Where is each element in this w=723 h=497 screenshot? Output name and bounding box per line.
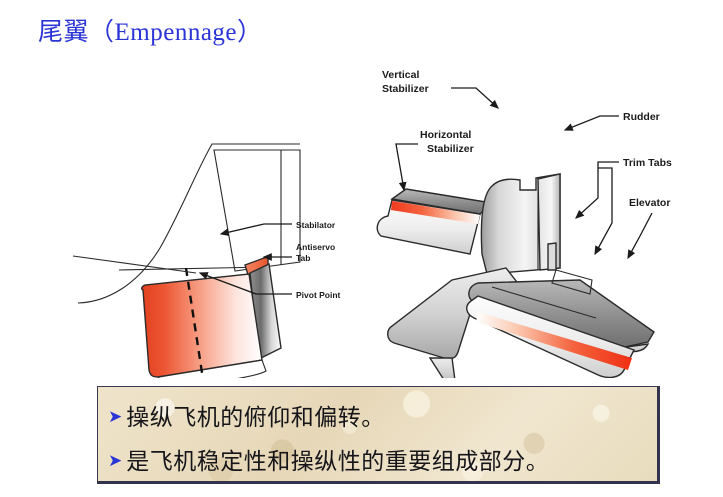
leader-elevator xyxy=(627,212,653,260)
figure-area: Stabilator Antiservo Tab Pivot Point xyxy=(0,58,723,378)
label-horizontal-stabilizer-line1: Horizontal xyxy=(420,129,471,141)
fuselage-datum-line xyxy=(118,266,269,271)
label-antiservo-line2: Tab xyxy=(296,253,310,263)
empennage-figure: Stabilator Antiservo Tab Pivot Point xyxy=(72,69,672,378)
fuselage-contour xyxy=(77,143,300,304)
callout-bullet-2: ➤ 是飞机稳定性和操纵性的重要组成部分。 xyxy=(108,437,657,481)
leader-pivot-point xyxy=(198,272,292,295)
label-antiservo-line1: Antiservo xyxy=(296,242,335,252)
label-horizontal-stabilizer-line2: Stabilizer xyxy=(427,143,474,155)
bullet-arrow-icon: ➤ xyxy=(108,406,123,426)
label-rudder: Rudder xyxy=(623,111,660,123)
bullet-arrow-icon: ➤ xyxy=(108,450,123,470)
left-stabilizer-red-stripe xyxy=(391,201,480,224)
rudder-trim-tab xyxy=(547,242,557,271)
left-stabilizer-leading-edge xyxy=(405,188,493,204)
leader-trim-tabs-elevator xyxy=(594,167,613,256)
label-vertical-stabilizer-line1: Vertical xyxy=(382,69,419,81)
page-title: 尾翼（Empennage） xyxy=(38,19,263,46)
right-horizontal-stabilizer-topside xyxy=(468,279,655,349)
leader-vertical-stabilizer xyxy=(451,87,499,109)
right-diagram-group: Vertical Stabilizer Horizontal Stabilize… xyxy=(376,69,672,378)
callout-bullet-2-text: 是飞机稳定性和操纵性的重要组成部分。 xyxy=(126,449,550,474)
callout-text-box: ➤ 操纵飞机的俯仰和偏转。 ➤ 是飞机稳定性和操纵性的重要组成部分。 xyxy=(97,386,660,484)
label-elevator: Elevator xyxy=(629,197,670,209)
right-stabilizer-red-stripe xyxy=(476,312,632,370)
elevator-trim-tab xyxy=(551,269,593,295)
leader-trim-tabs-rudder xyxy=(575,161,619,219)
leader-horizontal-stabilizer xyxy=(395,143,418,192)
label-pivot-point: Pivot Point xyxy=(296,290,341,300)
label-vertical-stabilizer-line2: Stabilizer xyxy=(382,83,429,95)
label-trim-tabs: Trim Tabs xyxy=(623,157,672,169)
stabilator-lower-lip xyxy=(156,359,267,378)
fuselage-fin-keel xyxy=(428,357,456,378)
callout-bullet-1-text: 操纵飞机的俯仰和偏转。 xyxy=(126,405,385,430)
right-elevator-hinge-line xyxy=(491,286,597,319)
leader-rudder xyxy=(563,115,619,131)
left-diagram-group: Stabilator Antiservo Tab Pivot Point xyxy=(72,143,341,378)
vertical-fin xyxy=(213,149,301,272)
callout-bullet-1: ➤ 操纵飞机的俯仰和偏转。 xyxy=(108,393,657,437)
label-stabilator: Stabilator xyxy=(296,220,336,230)
pivot-extension-line xyxy=(72,255,197,274)
leader-stabilator xyxy=(219,223,292,237)
